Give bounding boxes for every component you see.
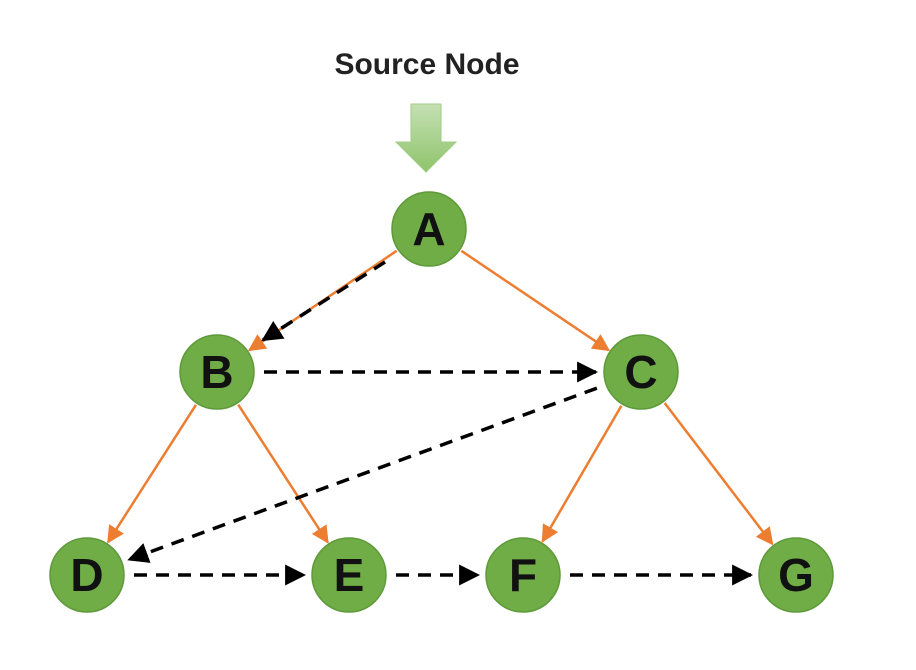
node-circle [758,537,834,613]
node-circle [311,537,387,613]
tree-edge-a-c [460,249,611,352]
node-label: A [412,203,445,255]
traversal-edges [127,260,754,586]
node-label: E [334,549,365,601]
node-circle [179,334,255,410]
node-label: B [200,346,233,398]
tree-edge-b-e [237,404,329,544]
tree-edge-c-g [663,402,774,546]
node-label: C [624,346,657,398]
traversal-edge-a-b [261,260,386,342]
nodes: A B C D E F G [49,191,834,613]
node-circle [391,191,467,267]
source-down-arrow-icon [394,103,458,173]
node-label: G [778,549,814,601]
traversal-edge-c-d [127,386,598,563]
node-f: F [485,537,561,613]
node-a: A [391,191,467,267]
tree-edge-b-d [106,404,198,544]
node-b: B [179,334,255,410]
node-circle [603,334,679,410]
node-e: E [311,537,387,613]
node-label: F [509,549,537,601]
node-c: C [603,334,679,410]
tree-edge-c-f [541,405,623,543]
node-circle [485,537,561,613]
node-circle [49,537,125,613]
node-label: D [70,549,103,601]
node-g: G [758,537,834,613]
node-d: D [49,537,125,613]
source-node-title: Source Node [334,48,519,81]
